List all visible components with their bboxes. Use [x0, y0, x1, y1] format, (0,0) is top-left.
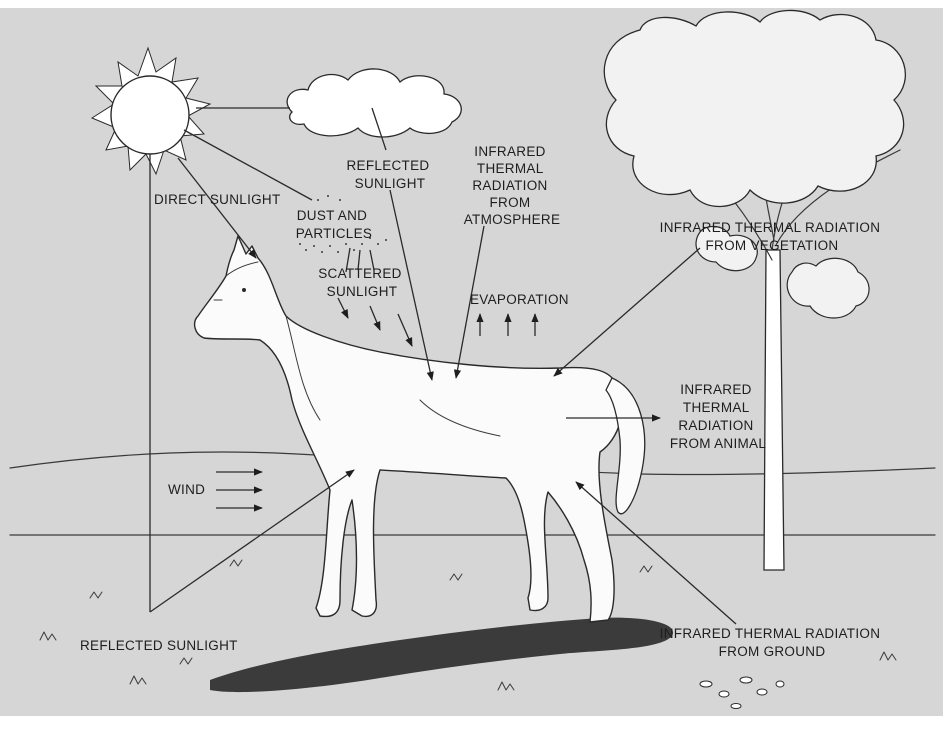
paper-border-top: [0, 0, 943, 8]
label-direct-sunlight: DIRECT SUNLIGHT: [154, 192, 281, 207]
label-infrared-atmosphere: INFRARED THERMAL RADIATION FROM ATMOSPHE…: [464, 144, 561, 227]
label-reflected-sunlight-bottom: REFLECTED SUNLIGHT: [80, 638, 238, 653]
label-wind: WIND: [168, 482, 205, 497]
label-evaporation: EVAPORATION: [470, 292, 569, 307]
paper-border-bottom: [0, 716, 943, 737]
